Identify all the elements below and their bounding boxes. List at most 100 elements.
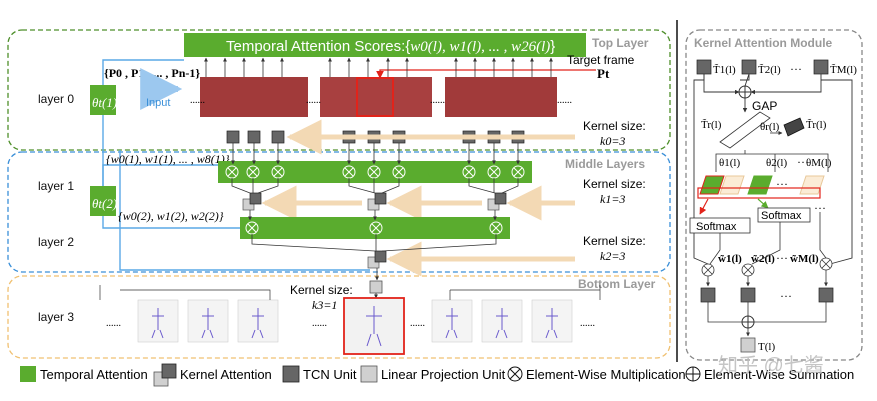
top-layer-title: Top Layer <box>592 36 649 50</box>
module-output-label: T(l) <box>758 341 775 353</box>
module-red-arrow <box>699 198 709 215</box>
pose-dots-left: ...... <box>106 318 121 329</box>
kernel-size-label-0: Kernel size: <box>583 119 646 133</box>
k1-label: k1=3 <box>600 192 625 206</box>
attention-strip <box>699 175 725 195</box>
pose-cube <box>481 299 523 343</box>
pose-dots-right: ...... <box>580 318 595 329</box>
module-w2: w̃2(l) <box>751 253 775 265</box>
module-th2: θ2(l) <box>766 157 787 169</box>
module-tcn-unit <box>818 287 834 303</box>
module-tcn-unit <box>740 287 756 303</box>
module-thdots: ··· <box>797 155 809 169</box>
module-t2: T̃2(l) <box>758 63 781 76</box>
kernel-row-2 <box>367 250 387 269</box>
module-tcn-unit <box>813 59 829 75</box>
attention-strip <box>719 175 745 195</box>
kernel-attention-unit <box>374 192 387 205</box>
layer-2-label: layer 2 <box>38 235 74 249</box>
module-w1: w̃1(l) <box>718 253 742 265</box>
module-branch-wire <box>715 150 829 172</box>
softmax-label-front: Softmax <box>696 221 737 233</box>
target-frame-label: Target frame <box>567 53 635 67</box>
module-tr-left: T̃r(l) <box>701 118 722 131</box>
k0-label: k0=3 <box>600 134 625 148</box>
layer-0-label: layer 0 <box>38 92 74 106</box>
theta-top-wire <box>102 59 184 85</box>
frame-group-2 <box>320 77 432 117</box>
module-tcn-unit <box>741 59 757 75</box>
frames-dots-mid1: ...... <box>306 95 321 106</box>
target-arrow <box>376 69 596 79</box>
legend-temporal-label: Temporal Attention <box>40 367 148 382</box>
layer2-attention-bar <box>240 217 510 239</box>
theta-mid-label: θt(2) <box>92 196 117 211</box>
pose-dots-mid1: ...... <box>312 318 327 329</box>
layer2-multipliers <box>245 221 503 235</box>
module-bottom-dots: ··· <box>780 289 792 303</box>
theta-top-label: θt(1) <box>92 95 117 110</box>
module-wdots: ··· <box>776 251 788 265</box>
k2-label: k2=3 <box>600 249 625 263</box>
input-label: Input <box>146 97 170 109</box>
kernel-attention-unit <box>494 192 507 205</box>
module-weight-wires <box>706 212 828 287</box>
frame-group-3 <box>445 77 557 117</box>
kernel-attention-unit <box>487 198 500 211</box>
w-low-set: {w0(2), w1(2), w2(2)} <box>118 209 224 223</box>
video-frames <box>200 77 557 117</box>
pt-label: Pt <box>597 66 610 81</box>
legend-sum-cross <box>686 367 700 381</box>
pose-cubes <box>137 299 573 343</box>
layer1-attention-bar <box>218 161 532 183</box>
legend-linear-label: Linear Projection Unit <box>381 367 506 382</box>
softmax-box-back <box>757 207 811 223</box>
left-bracket-wire <box>119 150 370 271</box>
module-gap: GAP <box>752 99 777 113</box>
w-mid-set: {w0(1), w1(1), ... , w8(1)} <box>106 152 230 166</box>
module-fc-block <box>783 117 805 137</box>
module-bottom-units <box>700 287 834 303</box>
kernel-row-1 <box>242 192 507 211</box>
module-thm: θM(l) <box>806 157 832 169</box>
watermark: 知乎 @七酱 <box>718 354 824 377</box>
bottom-layer-title: Bottom Layer <box>578 277 656 291</box>
softmax-label-back: Softmax <box>761 210 802 222</box>
legend-mult-cross <box>509 368 521 380</box>
layer-3-label: layer 3 <box>38 310 74 324</box>
theta-mid-wire-low <box>102 216 240 229</box>
module-th1: θ1(l) <box>719 157 740 169</box>
k3-label: k3=1 <box>312 298 337 312</box>
pose-skeletons <box>151 306 558 347</box>
temporal-scores-bar <box>184 33 586 57</box>
module-sum-bottom-cross <box>742 316 754 328</box>
layer-1-label: layer 1 <box>38 179 74 193</box>
legend-tcn-swatch <box>282 365 300 383</box>
module-top-units <box>696 59 829 75</box>
legend-kernel-label: Kernel Attention <box>180 367 272 382</box>
kernel-attention-unit <box>367 256 380 269</box>
attention-strip <box>799 175 825 195</box>
module-strip-dots: ··· <box>776 177 788 191</box>
module-tr-right: T̃r(l) <box>806 118 827 131</box>
kernel-attention-unit <box>249 192 262 205</box>
tcn-unit <box>271 130 285 144</box>
frame-score-arrows <box>204 57 553 77</box>
attention-strip <box>747 175 773 195</box>
middle-layers-title: Middle Layers <box>565 157 645 171</box>
module-t1: T̃1(l) <box>713 63 736 76</box>
kernel-attention-unit <box>374 250 387 263</box>
frames-set: {P0 , P1 , ... , Pn-1} <box>104 66 200 80</box>
kernel-module-panel <box>685 29 863 361</box>
module-tcn-unit <box>700 287 716 303</box>
pose-wires <box>99 285 601 300</box>
kernel-size-label-2: Kernel size: <box>583 234 646 248</box>
softmax-dots: ··· <box>814 201 826 215</box>
kernel-attention-unit <box>367 198 380 211</box>
module-tcn-unit <box>696 59 712 75</box>
top-layer-panel <box>7 29 671 151</box>
kernel-module-title: Kernel Attention Module <box>694 36 833 50</box>
module-green-arrow <box>757 198 769 209</box>
module-tm: T̃M(l) <box>830 63 857 76</box>
module-sum-wires <box>707 302 827 337</box>
